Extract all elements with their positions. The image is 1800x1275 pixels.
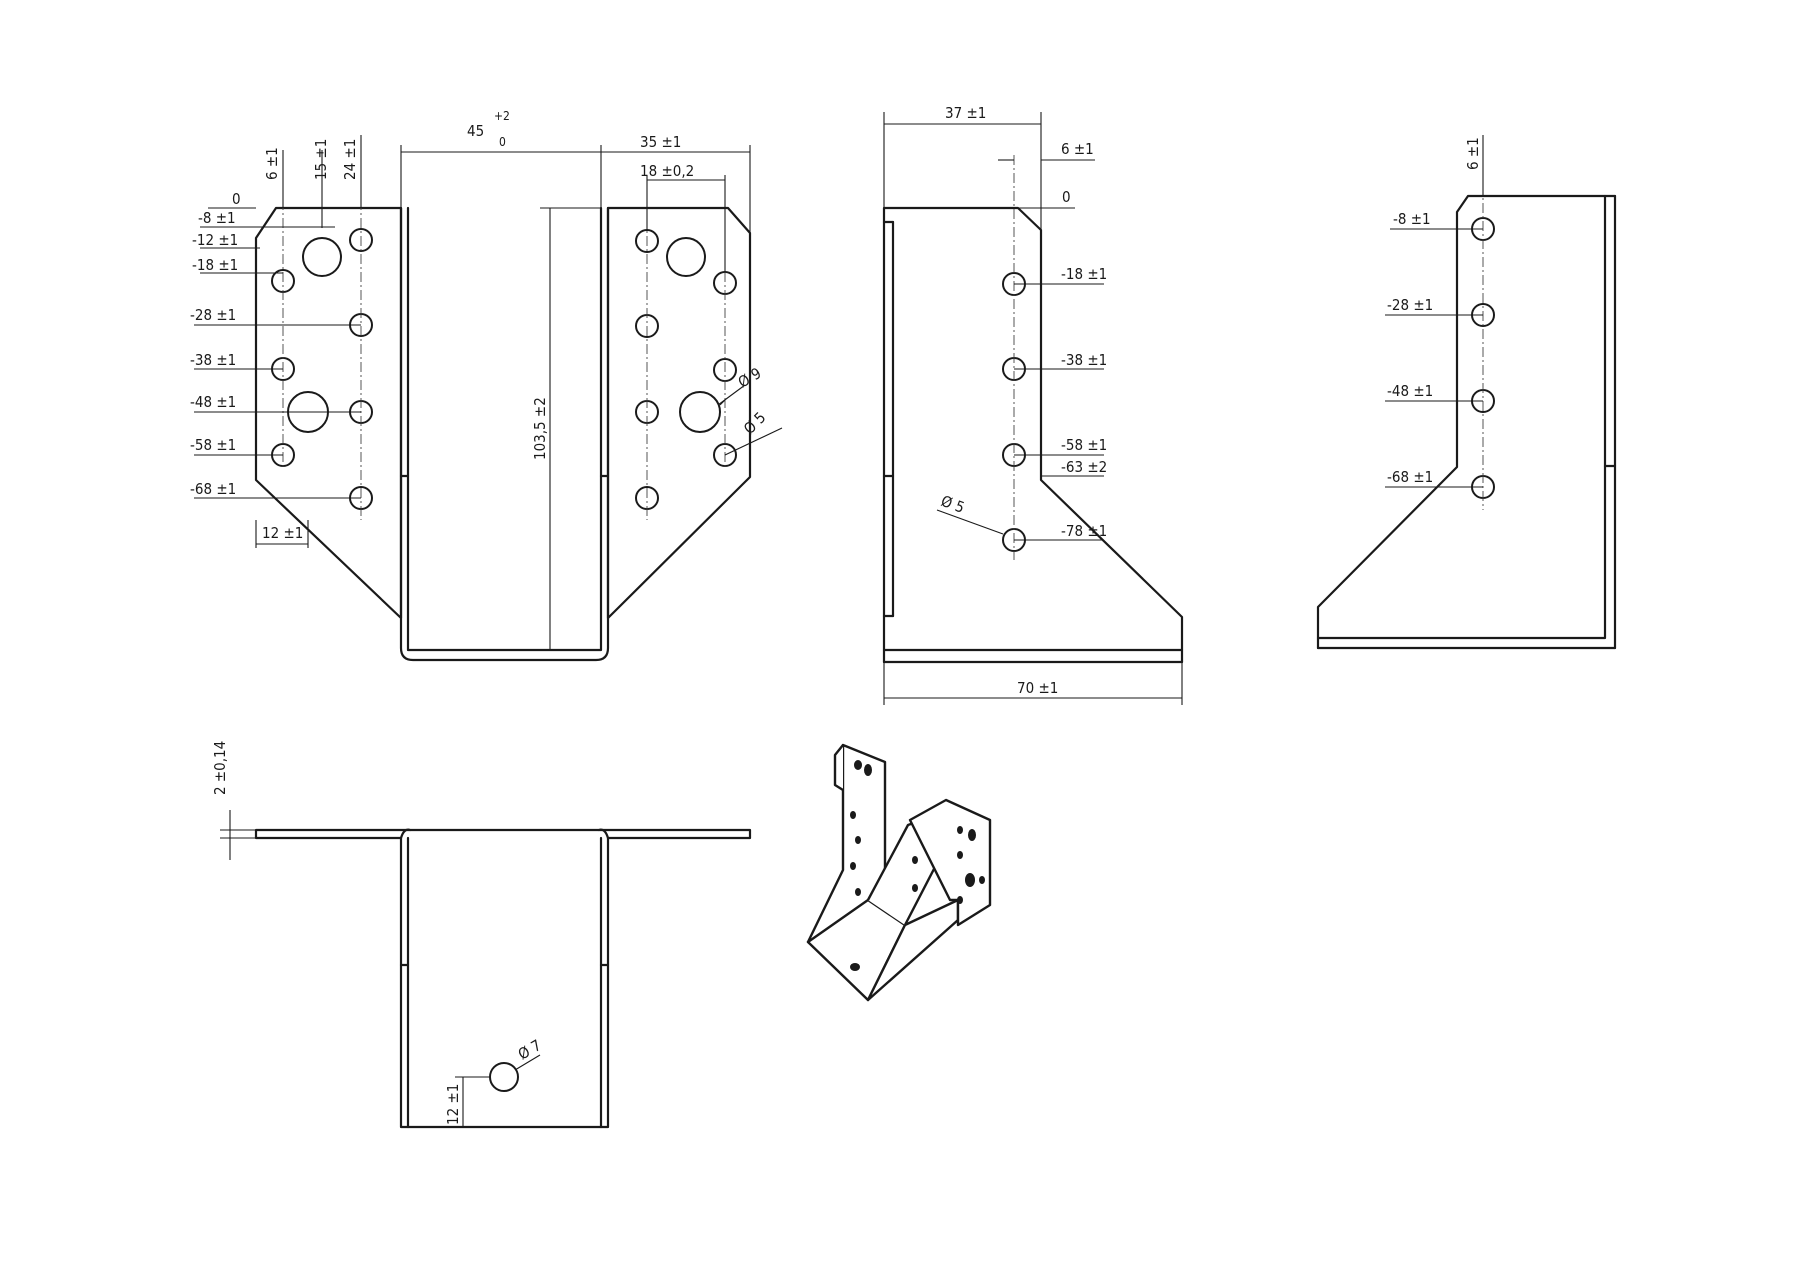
bottom-dims xyxy=(220,810,541,1127)
u-channel-inner xyxy=(406,206,603,652)
svg-text:0: 0 xyxy=(232,190,241,208)
bottom-top-plate xyxy=(254,828,752,1129)
svg-text:15 ±1: 15 ±1 xyxy=(312,139,330,180)
svg-text:-28 ±1: -28 ±1 xyxy=(190,306,236,324)
svg-text:-63 ±2: -63 ±2 xyxy=(1061,458,1107,476)
svg-text:-38 ±1: -38 ±1 xyxy=(190,351,236,369)
dim-45: 45 xyxy=(467,122,484,140)
dim-35: 35 ±1 xyxy=(640,133,681,151)
svg-text:0: 0 xyxy=(1062,188,1071,206)
side-plate-outline xyxy=(882,206,1184,652)
dim-103: 103,5 ±2 xyxy=(531,397,549,460)
svg-text:0: 0 xyxy=(499,135,506,149)
right-flange-holes xyxy=(635,229,737,510)
svg-text:37 ±1: 37 ±1 xyxy=(945,104,986,122)
dim-18: 18 ±0,2 xyxy=(640,162,694,180)
svg-text:6 ±1: 6 ±1 xyxy=(263,147,281,180)
right-plate-outline xyxy=(1316,194,1607,640)
iso-holes xyxy=(850,760,985,971)
bottom-view xyxy=(220,810,752,1129)
svg-text:-58 ±1: -58 ±1 xyxy=(1061,436,1107,454)
svg-text:-38 ±1: -38 ±1 xyxy=(1061,351,1107,369)
u-channel-outer xyxy=(399,206,610,662)
side-dims xyxy=(883,112,1183,705)
svg-text:70 ±1: 70 ±1 xyxy=(1017,679,1058,697)
side-view xyxy=(882,112,1184,705)
svg-text:-68 ±1: -68 ±1 xyxy=(190,480,236,498)
svg-text:-68 ±1: -68 ±1 xyxy=(1387,468,1433,486)
svg-text:Ø 5: Ø 5 xyxy=(740,408,769,437)
dimension-labels: 45 +2 0 35 ±1 18 ±0,2 103,5 ±2 6 ±1 15 ±… xyxy=(190,104,1482,1125)
right-dims xyxy=(1385,135,1484,488)
front-view xyxy=(194,135,783,662)
left-flange-holes xyxy=(271,228,373,510)
svg-text:Ø 5: Ø 5 xyxy=(939,492,967,517)
side-view-right xyxy=(1316,135,1617,650)
svg-text:-48 ±1: -48 ±1 xyxy=(1387,382,1433,400)
svg-text:2 ±0,14: 2 ±0,14 xyxy=(211,741,229,795)
side-holes xyxy=(1002,272,1026,552)
svg-text:24 ±1: 24 ±1 xyxy=(341,139,359,180)
svg-text:+2: +2 xyxy=(494,109,510,123)
svg-text:-28 ±1: -28 ±1 xyxy=(1387,296,1433,314)
svg-text:-12 ±1: -12 ±1 xyxy=(192,231,238,249)
bottom-hole xyxy=(489,1062,519,1092)
svg-text:12 ±1: 12 ±1 xyxy=(262,524,303,542)
svg-text:-8 ±1: -8 ±1 xyxy=(198,209,236,227)
isometric-view xyxy=(806,743,992,1002)
svg-text:-18 ±1: -18 ±1 xyxy=(192,256,238,274)
left-datum-lines xyxy=(194,135,362,548)
top-dimensions xyxy=(400,145,783,651)
svg-text:-8 ±1: -8 ±1 xyxy=(1393,210,1431,228)
svg-text:Ø 9: Ø 9 xyxy=(735,364,764,391)
svg-text:-78 ±1: -78 ±1 xyxy=(1061,522,1107,540)
svg-text:Ø 7: Ø 7 xyxy=(515,1036,544,1063)
svg-text:-58 ±1: -58 ±1 xyxy=(190,436,236,454)
svg-text:-48 ±1: -48 ±1 xyxy=(190,393,236,411)
svg-text:6 ±1: 6 ±1 xyxy=(1061,140,1094,158)
svg-text:-18 ±1: -18 ±1 xyxy=(1061,265,1107,283)
svg-text:6 ±1: 6 ±1 xyxy=(1464,137,1482,170)
svg-text:12 ±1: 12 ±1 xyxy=(444,1084,462,1125)
